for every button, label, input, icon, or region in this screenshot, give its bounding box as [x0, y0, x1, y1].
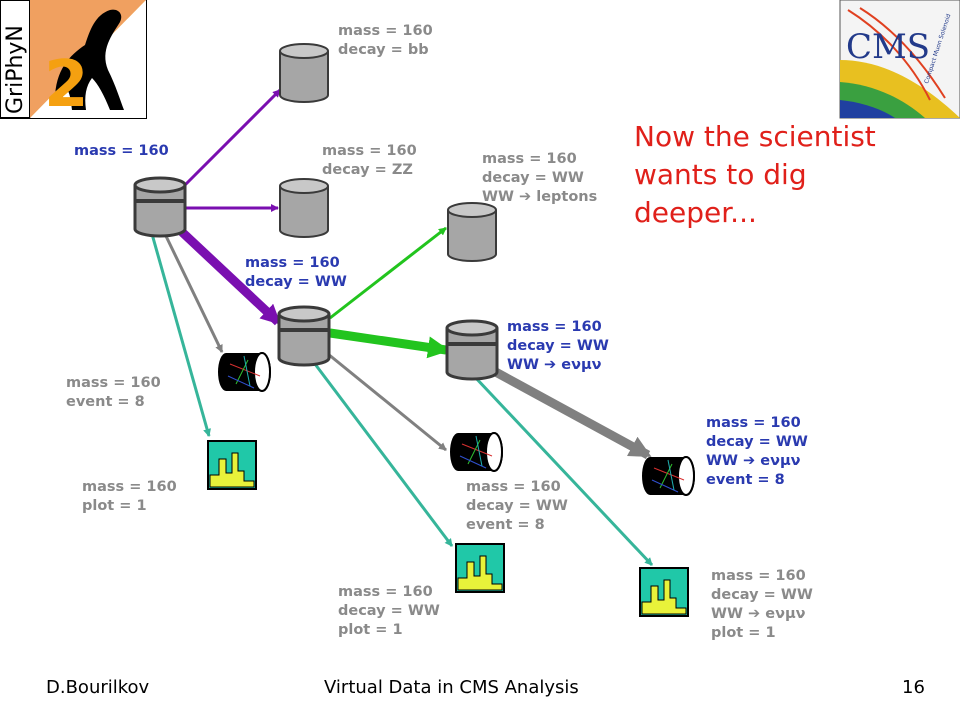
histogram-plot-icon	[455, 543, 505, 593]
dataset-ww-cylinder	[277, 305, 331, 367]
griphyn-logo: GriPhyN 2	[0, 0, 147, 122]
page-number: 16	[902, 677, 925, 698]
node-label-root: mass = 160	[74, 143, 169, 159]
edge-root-to-plot	[150, 233, 211, 437]
svg-text:GriPhyN: GriPhyN	[3, 25, 28, 114]
edge-ww-to-event	[327, 352, 447, 452]
node-label-leptons: mass = 160 decay = WW WW ➔ leptons	[482, 151, 598, 205]
derivation-edges	[150, 88, 654, 567]
node-label-plot-ww: mass = 160 decay = WW plot = 1	[338, 584, 440, 638]
dataset-bb-cylinder	[279, 43, 329, 103]
edge-root-to-bb	[183, 88, 282, 187]
node-label-plot-enu: mass = 160 decay = WW WW ➔ eνμν plot = 1	[711, 568, 813, 641]
edge-ww-to-leptons	[329, 226, 447, 320]
node-label-zz: mass = 160 decay = ZZ	[322, 143, 417, 178]
dataset-zz-cylinder	[279, 178, 329, 238]
cms-logo: CMS Compact Muon Solenoid	[839, 0, 960, 119]
node-label-enu: mass = 160 decay = WW WW ➔ eνμν	[507, 319, 609, 373]
dataset-root-cylinder	[133, 176, 187, 238]
edge-enu-to-plot	[472, 374, 654, 567]
edge-ww-to-enu	[329, 328, 450, 359]
svg-text:CMS: CMS	[846, 27, 930, 67]
edge-root-to-event	[163, 233, 224, 353]
node-label-bb: mass = 160 decay = bb	[338, 23, 433, 58]
svg-text:2: 2	[44, 48, 89, 122]
footer-title: Virtual Data in CMS Analysis	[324, 677, 579, 698]
event-display-icon	[217, 352, 271, 392]
dataset-leptons-cylinder	[447, 202, 497, 262]
node-label-event-ww: mass = 160 decay = WW event = 8	[466, 479, 568, 533]
footer-author: D.Bourilkov	[46, 677, 150, 698]
event-display-icon	[449, 432, 503, 472]
node-label-plot-root: mass = 160 plot = 1	[82, 479, 177, 514]
node-label-event-enu: mass = 160 decay = WW WW ➔ eνμν event = …	[706, 415, 808, 488]
slide-headline: Now the scientist wants to dig deeper...	[634, 120, 876, 229]
edge-root-to-ww	[178, 228, 282, 326]
histogram-plot-icon	[207, 440, 257, 490]
histogram-plot-icon	[639, 567, 689, 617]
dataset-enu-cylinder	[445, 319, 499, 381]
node-label-event-root: mass = 160 event = 8	[66, 375, 161, 410]
event-display-icon	[641, 456, 695, 496]
edge-enu-to-event	[489, 366, 652, 459]
node-label-ww: mass = 160 decay = WW	[245, 255, 347, 290]
edge-ww-to-plot	[310, 359, 454, 547]
